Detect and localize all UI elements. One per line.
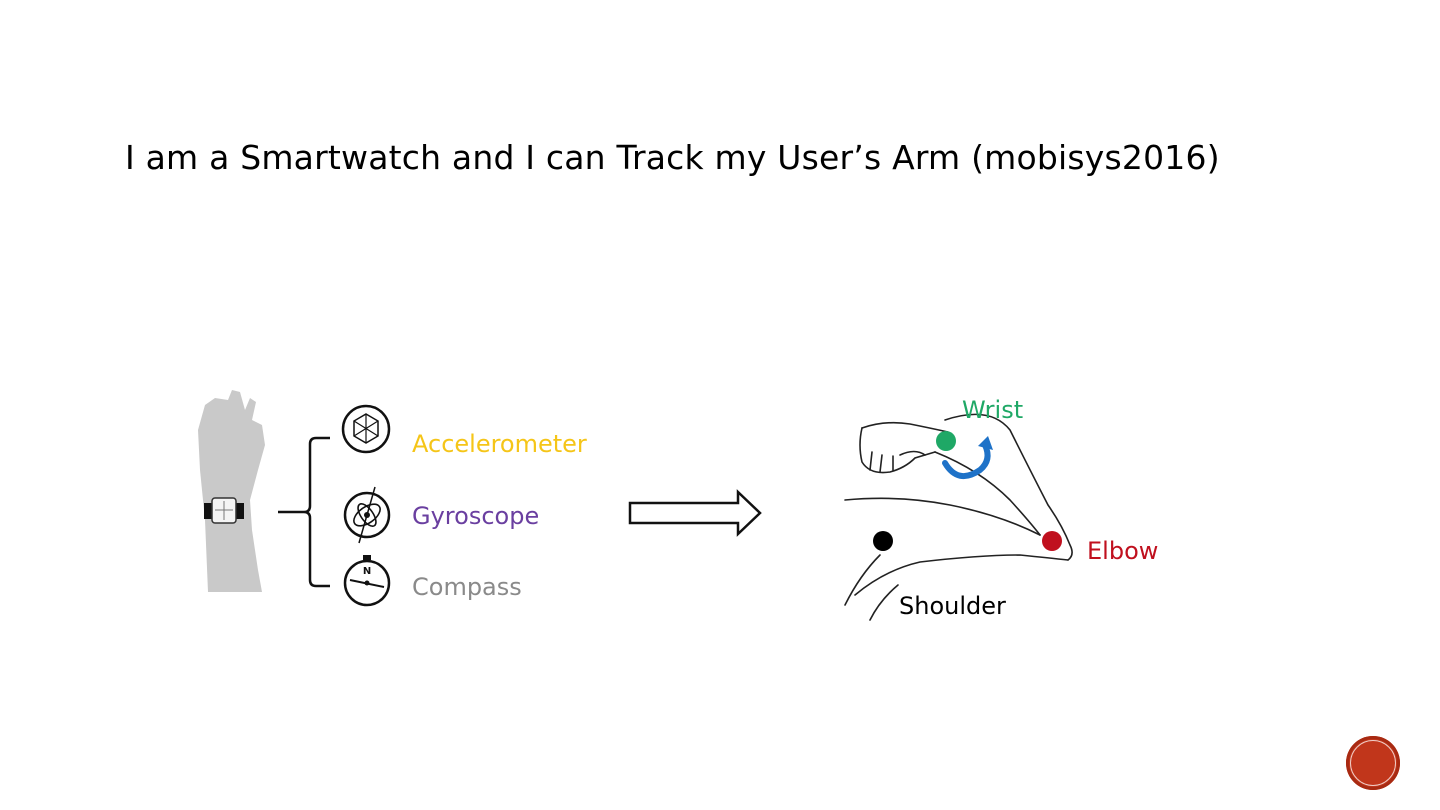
- sensor-label-compass: Compass: [412, 573, 522, 601]
- bracket-connector: [278, 436, 330, 588]
- shoulder-marker: [873, 531, 893, 551]
- slide-nav-button[interactable]: [1346, 736, 1400, 790]
- wrist-label: Wrist: [962, 396, 1023, 424]
- elbow-label: Elbow: [1087, 537, 1158, 565]
- sensor-label-gyroscope: Gyroscope: [412, 502, 539, 530]
- accelerometer-icon: [341, 404, 391, 454]
- gyroscope-icon: [343, 486, 391, 544]
- elbow-marker: [1042, 531, 1062, 551]
- sensor-label-accelerometer: Accelerometer: [412, 430, 587, 458]
- compass-north-label: N: [363, 566, 371, 577]
- right-arrow-icon: [628, 489, 762, 537]
- wrist-marker: [936, 431, 956, 451]
- shoulder-label: Shoulder: [899, 592, 1006, 620]
- arm-sketch: [844, 413, 1073, 621]
- rotation-arrow-icon: [942, 436, 993, 480]
- compass-icon: N: [343, 555, 391, 607]
- slide-title: I am a Smartwatch and I can Track my Use…: [125, 138, 1220, 177]
- hand-with-smartwatch-icon: [198, 390, 265, 592]
